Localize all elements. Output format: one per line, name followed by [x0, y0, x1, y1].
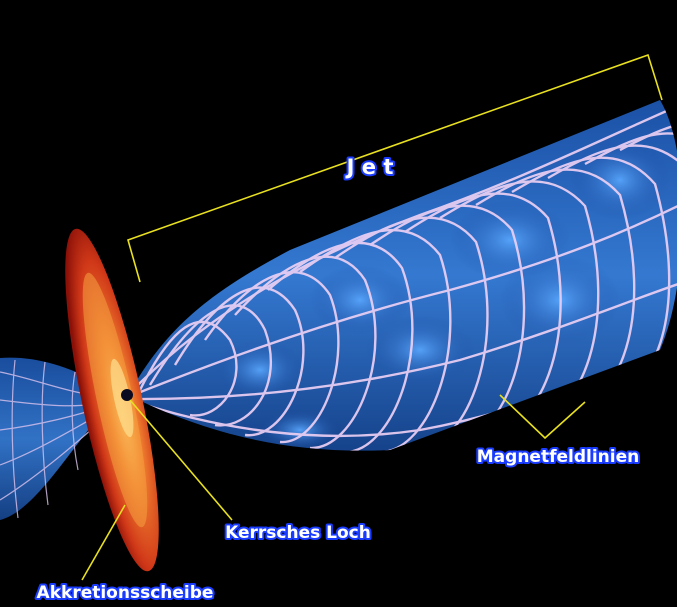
kerr-black-hole-marker — [121, 389, 133, 401]
magnetfeldlinien-label: Magnetfeldlinien — [477, 447, 639, 467]
jet-label: J e t — [345, 155, 394, 179]
jet-body — [128, 100, 677, 452]
kerrsches-loch-label: Kerrsches Loch — [225, 523, 371, 543]
akkretionsscheibe-pointer — [82, 505, 125, 580]
akkretionsscheibe-label: Akkretionsscheibe — [37, 583, 214, 603]
